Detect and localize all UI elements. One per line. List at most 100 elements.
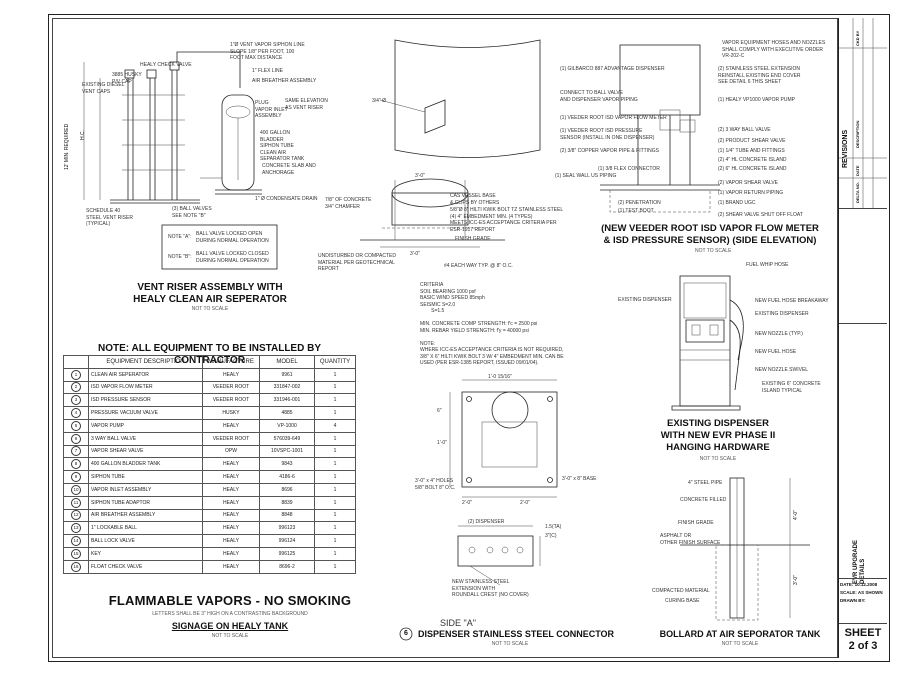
item-number-circle: 3 — [71, 395, 81, 406]
veeder-r3: (2) 3 WAY BALL VALVE — [718, 127, 771, 133]
veeder-r8: (2) VAPOR SHEAR VALVE — [718, 180, 779, 186]
footing-dim-1: 3'-0" — [410, 251, 420, 257]
dispenser-l1: EXISTING DISPENSER — [618, 297, 672, 303]
signage-title: SIGNAGE ON HEALY TANK — [171, 621, 289, 631]
dispenser-r6: NEW NOZZLE SWIVEL — [755, 367, 809, 373]
plan-dim-1: 1'-0 15/16" — [488, 374, 512, 380]
veeder-r6: (2) 4" HL CONCRETE ISLAND — [718, 157, 787, 163]
connector-title: DISPENSER STAINLESS STEEL CONNECTOR — [418, 629, 615, 639]
item-number-circle: 6 — [71, 433, 81, 444]
item-number: 16 — [63, 559, 89, 574]
item-number-circle: 9 — [71, 472, 81, 483]
veeder-l5: (2) 3/8" COPPER VAPOR PIPE & FITTINGS — [560, 148, 659, 154]
veeder-top-note: VAPOR EQUIPMENT HOSES AND NOZZLES SHALL … — [722, 40, 826, 59]
dispenser-scale: NOT TO SCALE — [699, 456, 737, 462]
project-block: EVR UPGRADE DETAILS — [839, 323, 887, 584]
scale-value: SCALE: AS SHOWN — [840, 590, 883, 595]
header-quantity: QUANTITY — [314, 355, 356, 369]
plan-dim-side2: 1'-0" — [437, 440, 447, 446]
connector-number: 6 — [404, 630, 408, 637]
vent-riser-scale: NOT TO SCALE — [191, 306, 229, 312]
veeder-r9: (1) VAPOR RETURN PIPING — [718, 190, 784, 196]
connector-l4: NEW STAINLESS STEEL EXTENSION WITH ROUND… — [452, 579, 529, 598]
item-manufacture: HEALY — [202, 559, 260, 574]
signage-scale: NOT TO SCALE — [211, 633, 249, 639]
plan-dim-6: 3'-0" x 8" BASE — [562, 476, 597, 482]
plug-label: PLUG VAPOR INLET ASSEMBLY — [255, 100, 288, 119]
drawing-frame — [52, 18, 838, 658]
item-number-circle: 12 — [71, 510, 81, 521]
bollard-scale: NOT TO SCALE — [721, 641, 759, 647]
plan-dim-3: 2'-0" — [462, 500, 472, 506]
flex-line-label: 1" FLEX LINE — [252, 68, 283, 74]
veeder-l4: (1) VEEDER ROOT ISD PRESSURE SENSOR (INS… — [560, 128, 655, 141]
drain-label: 1" Ø CONDENSATE DRAIN — [255, 196, 318, 202]
connector-l3: 3"(C) — [545, 533, 557, 539]
equipment-table: EQUIPMENT DESCRIPTION MANUFACTURE MODEL … — [63, 355, 356, 574]
slab-label: CONCRETE SLAB AND ANCHORAGE — [262, 163, 316, 176]
flammable-note: LETTERS SHALL BE 3" HIGH ON A CONTRASTIN… — [152, 611, 308, 617]
veeder-r10: (1) BRAND UGC — [718, 200, 756, 206]
breather-label: AIR BREATHER ASSEMBLY — [252, 78, 317, 84]
bollard-h1: 4'-0" — [793, 510, 799, 520]
ball-valves-label: (3) BALL VALVES SEE NOTE "B" — [172, 206, 212, 219]
dispenser-r1: FUEL WHIP HOSE — [746, 262, 789, 268]
bar-label: 3/4" Ø — [372, 98, 387, 104]
cas-vessel-label: CAS VESSEL BASE & CLIPS BY OTHERS — [450, 193, 500, 206]
existing-caps-label: EXISTING DIESEL VENT CAPS — [82, 82, 125, 95]
side-a-label: SIDE "A" — [440, 618, 476, 628]
veeder-r11: (1) 3/8 FLEX CONNECTOR — [598, 166, 660, 172]
veeder-scale: NOT TO SCALE — [695, 248, 732, 254]
veeder-r1: (2) STAINLESS STEEL EXTENSION REINSTALL … — [718, 66, 801, 85]
plan-dim-side: 6" — [437, 408, 442, 414]
criteria-block: CRITERIA SOIL BEARING 1000 psf BASIC WIN… — [420, 282, 564, 366]
item-number-circle: 13 — [71, 523, 81, 534]
date-block: DATE: 10.12.2008 SCALE: AS SHOWN DRAWN B… — [839, 578, 887, 623]
item-number-circle: 16 — [71, 561, 81, 572]
dispenser-r5: NEW FUEL HOSE — [755, 349, 797, 355]
veeder-r2: (1) HEALY VP1000 VAPOR PUMP — [718, 97, 795, 103]
veeder-r12: (2) PENETRATION — [618, 200, 661, 206]
connector-l2: 1.5(TA) — [545, 524, 562, 530]
item-number-circle: 5 — [71, 420, 81, 431]
flammable-sign: FLAMMABLE VAPORS - NO SMOKING — [108, 593, 352, 608]
undisturbed-label: UNDISTURBED OR COMPACTED MATERIAL PER GE… — [318, 253, 396, 272]
dispenser-r2: NEW FUEL HOSE BREAKAWAY — [755, 298, 829, 304]
sheet-number: 2 of 3 — [848, 640, 878, 652]
sheet-label: SHEET — [844, 627, 882, 639]
veeder-l6: (1) SEAL WALL US PIPING — [555, 173, 617, 179]
check-valve-label: HEALY CHECK VALVE — [140, 62, 192, 68]
plan-dim-5: 3'-0" x 4" HOLES 5/8" BOLT 8" O.C. — [415, 478, 456, 491]
husky-label: 3885 HUSKY P/V CAP — [112, 72, 142, 85]
same-elevation-label: SAME ELEVATION AS VENT RISER — [285, 98, 328, 111]
concrete-label: 7/8" OF CONCRETE 3/4" CHAMFER — [325, 197, 372, 210]
bollard-l6: CURING BASE — [665, 598, 700, 604]
revisions-block: REVISIONS DELTA NO. DATE DESCRIPTION CKD… — [839, 18, 887, 208]
veeder-r13: (1) TEST BOOT — [618, 208, 654, 214]
bollard-l5: COMPACTED MATERIAL — [652, 588, 710, 594]
veeder-title: (NEW VEEDER ROOT ISD VAPOR FLOW METER & … — [601, 223, 819, 246]
item-number-circle: 10 — [71, 484, 81, 495]
item-number-circle: 11 — [71, 497, 81, 508]
veeder-r5: (1) 1/4" TUBE AND FITTINGS — [718, 148, 785, 154]
veeder-r7: (2) 6" HL CONCRETE ISLAND — [718, 166, 787, 172]
title-block: REVISIONS DELTA NO. DATE DESCRIPTION CKD… — [838, 18, 887, 658]
item-number-circle: 4 — [71, 408, 81, 419]
bollard-h2: 3'-0" — [793, 575, 799, 585]
sheet-block: SHEET 2 of 3 — [839, 623, 887, 658]
dispenser-r3: EXISTING DISPENSER — [755, 311, 809, 317]
finish-grade-label: FINISH GRADE — [455, 236, 491, 242]
bollard-title: BOLLARD AT AIR SEPORATOR TANK — [659, 629, 821, 639]
note-a-label: NOTE "A": — [168, 234, 192, 240]
